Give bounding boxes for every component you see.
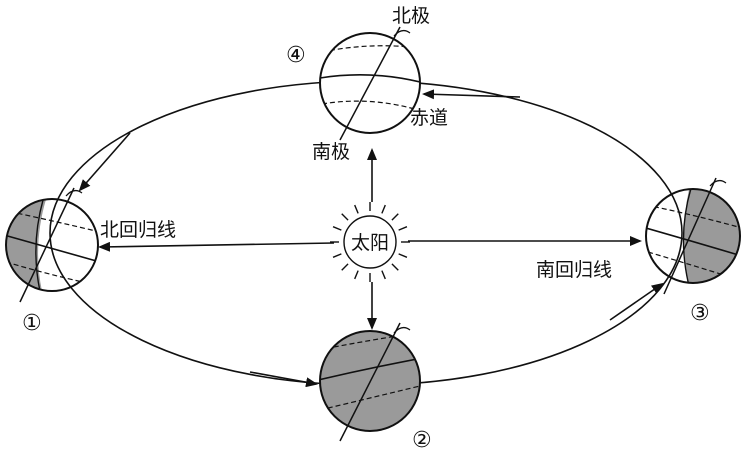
sun-ray [382,271,385,279]
tropic-of-cancer-label: 北回归线 [100,219,176,241]
earth-position-2 [318,323,422,441]
orbit-arrow-to-4 [424,94,520,97]
south-pole-label: 南极 [312,141,350,163]
orbit-arrow-to-3 [610,284,662,320]
earth-position-3 [646,178,745,294]
equator-label: 赤道 [410,107,448,129]
tropic-of-capricorn-label: 南回归线 [536,259,612,281]
sun-ray [333,227,341,230]
position-1-marker: ① [22,311,42,336]
sun: 太阳 [330,202,410,282]
sun-ray [333,254,341,257]
position-3-marker: ③ [690,301,710,326]
sun-ray [355,271,358,279]
rotation-arrow-icon [394,328,410,333]
orbit-arrow-to-2 [250,372,316,384]
earth-position-4 [320,27,420,140]
sun-ray [355,205,358,213]
position-2-marker: ② [412,428,432,453]
sun-ray [392,214,398,220]
sun-ray [342,214,348,220]
position-4-marker: ④ [286,43,306,68]
rotation-arrow-icon [66,191,82,196]
sun-ray [342,264,348,270]
north-pole-label: 北极 [392,5,430,27]
sun-ray [392,264,398,270]
sun-ray [399,254,407,257]
sun-ray [382,205,385,213]
earth-position-1 [0,188,100,302]
sun-label: 太阳 [351,232,389,254]
sun-ray [399,227,407,230]
sunlight-arrow-to-1 [100,243,334,247]
